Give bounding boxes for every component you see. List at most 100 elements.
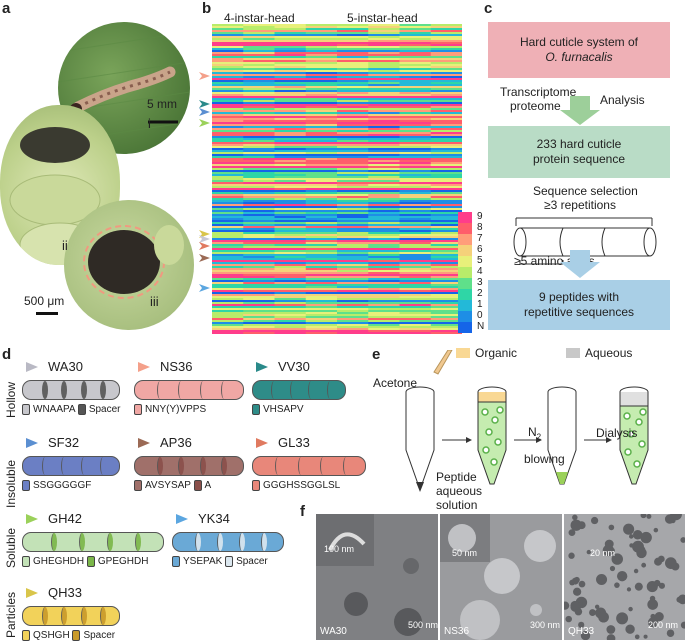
- heatmap-cell: [399, 254, 432, 257]
- em-particle: [572, 587, 582, 596]
- heatmap-cell: [305, 292, 338, 295]
- heatmap-cell: [430, 144, 462, 147]
- heatmap-cell: [368, 194, 400, 197]
- heatmap-cell: [368, 118, 400, 121]
- heatmap-cell: [399, 238, 432, 241]
- heatmap-cell: [243, 202, 275, 205]
- heatmap-cell: [430, 146, 462, 149]
- heatmap-cell: [243, 170, 275, 173]
- heatmap-cell: [305, 120, 338, 123]
- peptide-name: WA30: [48, 359, 83, 374]
- heatmap-cell: [274, 184, 307, 187]
- heatmap-cell: [274, 82, 307, 85]
- em-particle: [647, 617, 659, 628]
- heatmap-cell: [305, 274, 338, 277]
- heatmap-cell: [243, 332, 275, 334]
- heatmap-cell: [337, 234, 369, 237]
- heatmap-cell: [399, 202, 432, 205]
- heatmap-cell: [305, 234, 338, 237]
- heatmap-cell: [399, 102, 432, 105]
- heatmap-cell: [243, 286, 275, 289]
- heatmap-cell: [305, 190, 338, 193]
- heatmap-cell: [430, 72, 462, 75]
- heatmap-cell: [274, 200, 307, 203]
- heatmap-cell: [368, 156, 400, 159]
- heatmap-cell: [430, 210, 462, 213]
- heatmap-cell: [337, 258, 369, 261]
- heatmap-cell: [337, 318, 369, 321]
- heatmap-cell: [305, 240, 338, 243]
- heatmap-cell: [305, 174, 338, 177]
- heatmap-cell: [274, 310, 307, 313]
- heatmap-cell: [368, 242, 400, 245]
- heatmap-cell: [368, 236, 400, 239]
- heatmap-cell: [243, 200, 275, 203]
- heatmap-cell: [337, 26, 369, 29]
- heatmap-cell: [399, 164, 432, 167]
- heatmap-marker-arrow: [199, 108, 210, 116]
- heatmap-cell: [243, 48, 275, 51]
- heatmap-cell: [274, 210, 307, 213]
- heatmap-cell: [212, 70, 244, 73]
- heatmap-cell: [243, 270, 275, 273]
- heatmap-cell: [399, 300, 432, 303]
- heatmap-cell: [430, 124, 462, 127]
- peptide-name: AP36: [160, 435, 192, 450]
- heatmap-cell: [337, 74, 369, 77]
- heatmap-cell: [430, 214, 462, 217]
- heatmap-cell: [430, 148, 462, 151]
- heatmap-cell: [212, 36, 244, 39]
- heatmap-cell: [399, 132, 432, 135]
- heatmap-cell: [274, 318, 307, 321]
- heatmap-cell: [399, 180, 432, 183]
- heatmap-cell: [430, 56, 462, 59]
- heatmap-cell: [337, 90, 369, 93]
- heatmap-cell: [399, 32, 432, 35]
- heatmap-cell: [305, 326, 338, 329]
- heatmap-cell: [399, 136, 432, 139]
- peptide-legend: YSEPAK Spacer: [172, 556, 268, 567]
- em-particle: [653, 579, 661, 587]
- heatmap-cell: [368, 274, 400, 277]
- heatmap-cell: [399, 328, 432, 331]
- heatmap-cell: [243, 90, 275, 93]
- heatmap-cell: [337, 298, 369, 301]
- heatmap-cell: [430, 262, 462, 265]
- heatmap-cell: [430, 246, 462, 249]
- heatmap-cell: [243, 30, 275, 33]
- em-particle: [606, 625, 616, 634]
- aqueous-label: Aqueous: [585, 346, 633, 360]
- heatmap-cell: [274, 182, 307, 185]
- heatmap-cell: [212, 160, 244, 163]
- heatmap-cell: [399, 112, 432, 115]
- heatmap-cell: [212, 162, 244, 165]
- heatmap-cell: [368, 52, 400, 55]
- heatmap-cell: [274, 50, 307, 53]
- flow-step-analysis: Analysis: [600, 93, 645, 107]
- heatmap-cell: [243, 144, 275, 147]
- heatmap-cell: [212, 60, 244, 63]
- heatmap-cell: [399, 246, 432, 249]
- panel-label-c: c: [484, 0, 493, 17]
- heatmap-cell: [274, 54, 307, 57]
- heatmap-cell: [274, 122, 307, 125]
- heatmap-cell: [274, 44, 307, 47]
- heatmap-cell: [368, 324, 400, 327]
- heatmap-cell: [274, 330, 307, 333]
- heatmap-cell: [243, 198, 275, 201]
- heatmap-cell: [430, 200, 462, 203]
- heatmap-cell: [430, 166, 462, 169]
- heatmap-cell: [368, 136, 400, 139]
- heatmap-cell: [337, 144, 369, 147]
- heatmap-cell: [368, 38, 400, 41]
- heatmap-cell: [430, 104, 462, 107]
- heatmap-cell: [305, 306, 338, 309]
- heatmap-cell: [274, 188, 307, 191]
- heatmap-cell: [399, 98, 432, 101]
- heatmap-cell: [212, 280, 244, 283]
- heatmap-cell: [274, 62, 307, 65]
- heatmap-cell: [305, 32, 338, 35]
- blowing-label: blowing: [524, 452, 565, 466]
- heatmap-cell: [274, 288, 307, 291]
